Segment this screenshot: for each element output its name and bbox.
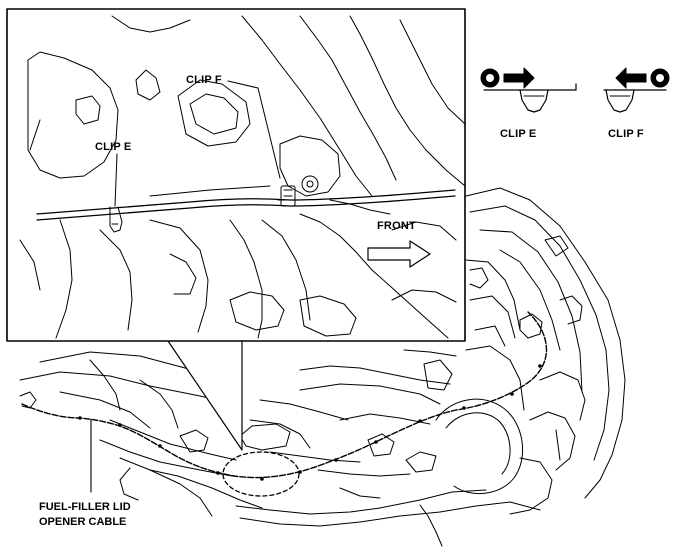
vehicle-underbody-drawing: [19, 187, 626, 547]
front-arrow-icon: [367, 240, 431, 268]
cable-clip-markers: [78, 364, 542, 481]
clip-e-inset-shape: [109, 206, 123, 233]
inset-clip-e-label: CLIP E: [95, 141, 132, 153]
detail-inset: [6, 8, 466, 342]
clip-f-legend-label: CLIP F: [608, 128, 644, 140]
opener-cable-route: [21, 311, 548, 479]
inset-cable: [36, 189, 456, 215]
clip-e-legend-icon: [480, 67, 577, 113]
cable-label-line1: FUEL-FILLER LID: [39, 501, 131, 513]
detail-area-ellipse: [222, 451, 300, 497]
clip-f-inset-shape: [277, 185, 301, 207]
cable-label-line2: OPENER CABLE: [39, 516, 127, 528]
front-direction-label: FRONT: [377, 220, 416, 232]
clip-f-legend-icon: [603, 67, 670, 113]
inset-clip-f-label: CLIP F: [186, 74, 222, 86]
clip-e-legend-label: CLIP E: [500, 128, 537, 140]
inset-callout-wedge: [167, 340, 243, 451]
